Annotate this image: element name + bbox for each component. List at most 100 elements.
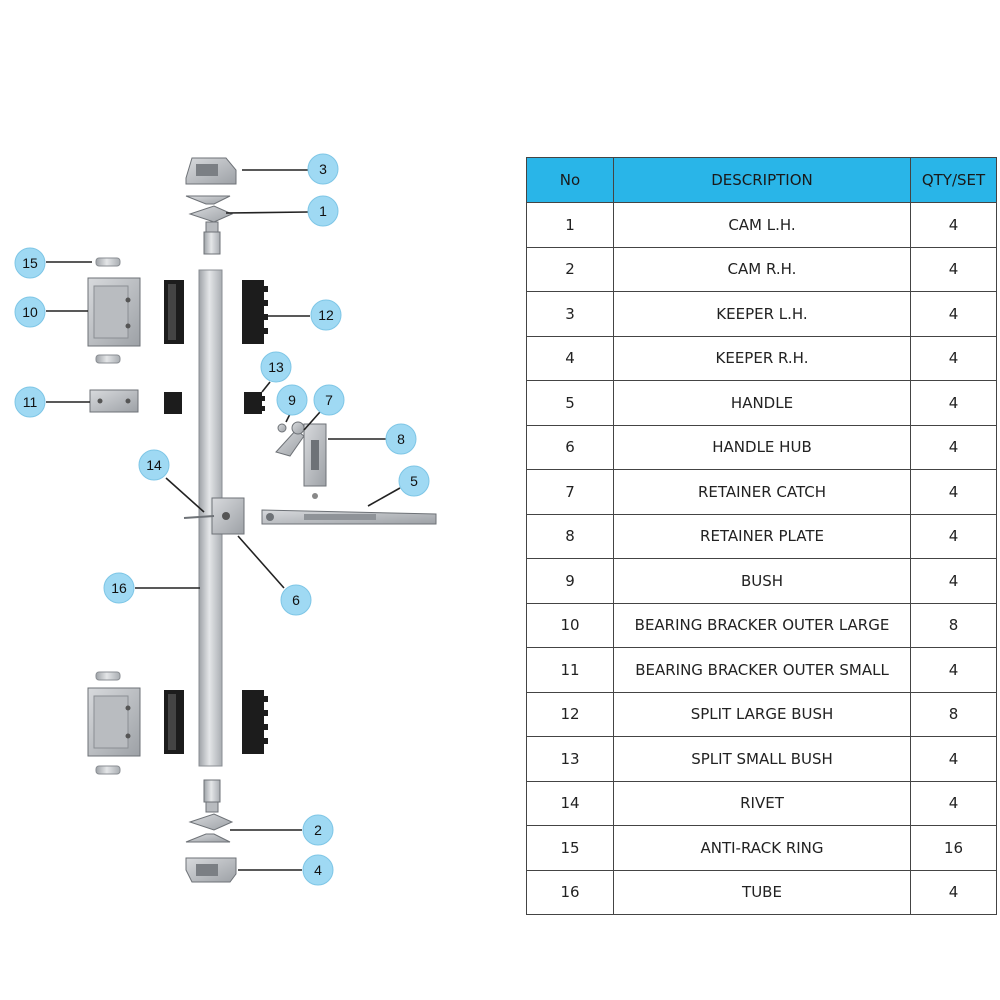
- callout-circle: [302, 814, 334, 846]
- cell-no: 15: [526, 825, 614, 871]
- callout-number: 10: [22, 304, 38, 320]
- split-small-bush-right-part: [244, 392, 265, 414]
- cell-qty: 4: [910, 647, 997, 693]
- callout-circle: [103, 572, 135, 604]
- callout-12: 12: [310, 299, 342, 331]
- anti-rack-ring-part: [95, 257, 121, 267]
- cell-description: SPLIT LARGE BUSH: [613, 691, 911, 737]
- callout-number: 6: [292, 592, 300, 608]
- callout-circle: [398, 465, 430, 497]
- callout-number: 14: [146, 457, 162, 473]
- anti-rack-ring-bottom-lower-part: [95, 765, 121, 775]
- callout-5: 5: [398, 465, 430, 497]
- cell-qty: 4: [910, 380, 997, 426]
- cell-qty: 4: [910, 869, 997, 915]
- callout-13: 13: [260, 351, 292, 383]
- leader-line-1: [225, 211, 309, 214]
- cam-lh-part: [185, 195, 234, 255]
- callout-2: 2: [302, 814, 334, 846]
- callout-4: 4: [302, 854, 334, 886]
- leader-line-9: [285, 413, 291, 423]
- split-large-bush-bottom-left-part: [164, 690, 184, 754]
- anti-rack-ring-lower-part: [95, 354, 121, 364]
- cell-no: 6: [526, 424, 614, 470]
- cell-no: 12: [526, 691, 614, 737]
- cell-description: KEEPER L.H.: [613, 291, 911, 337]
- callout-number: 13: [268, 359, 284, 375]
- keeper-rh-part: [185, 857, 237, 883]
- callout-7: 7: [313, 384, 345, 416]
- cell-description: TUBE: [613, 869, 911, 915]
- cell-description: BEARING BRACKER OUTER SMALL: [613, 647, 911, 693]
- cell-no: 9: [526, 558, 614, 604]
- cell-qty: 4: [910, 469, 997, 515]
- callout-circle: [14, 296, 46, 328]
- cell-qty: 4: [910, 424, 997, 470]
- header-description: DESCRIPTION: [613, 157, 911, 203]
- callout-number: 7: [325, 392, 333, 408]
- callout-circle: [14, 247, 46, 279]
- callout-number: 4: [314, 862, 322, 878]
- callout-circle: [307, 195, 339, 227]
- cell-description: CAM R.H.: [613, 246, 911, 292]
- cell-no: 7: [526, 469, 614, 515]
- callout-3: 3: [307, 153, 339, 185]
- bearing-bracket-small-part: [89, 389, 139, 413]
- callout-circle: [313, 384, 345, 416]
- split-large-bush-right-part: [242, 280, 268, 344]
- cell-no: 5: [526, 380, 614, 426]
- cell-qty: 4: [910, 335, 997, 381]
- cell-no: 4: [526, 335, 614, 381]
- cell-no: 2: [526, 246, 614, 292]
- callout-circle: [260, 351, 292, 383]
- callout-circle: [307, 153, 339, 185]
- cell-qty: 4: [910, 202, 997, 248]
- callout-9: 9: [276, 384, 308, 416]
- table-header-row: No DESCRIPTION QTY/SET: [526, 157, 997, 203]
- callout-circle: [14, 386, 46, 418]
- callout-circle: [276, 384, 308, 416]
- leader-line-13: [261, 381, 271, 393]
- cell-description: KEEPER R.H.: [613, 335, 911, 381]
- callout-number: 3: [319, 161, 327, 177]
- callout-number: 15: [22, 255, 38, 271]
- cell-qty: 16: [910, 825, 997, 871]
- cell-no: 10: [526, 602, 614, 648]
- cell-no: 13: [526, 736, 614, 782]
- cell-no: 11: [526, 647, 614, 693]
- leader-line-6: [237, 535, 285, 589]
- split-large-bush-left-part: [164, 280, 184, 344]
- cell-description: BUSH: [613, 558, 911, 604]
- split-small-bush-left-part: [164, 392, 182, 414]
- leader-line-5: [367, 487, 401, 507]
- callout-6: 6: [280, 584, 312, 616]
- bush-part: [277, 423, 287, 433]
- cell-no: 8: [526, 513, 614, 559]
- cell-qty: 4: [910, 780, 997, 826]
- callout-number: 2: [314, 822, 322, 838]
- callout-number: 9: [288, 392, 296, 408]
- cell-description: ANTI-RACK RING: [613, 825, 911, 871]
- callout-10: 10: [14, 296, 46, 328]
- cell-qty: 4: [910, 291, 997, 337]
- leader-line-7: [303, 411, 321, 431]
- bearing-bracket-large-part: [87, 277, 141, 347]
- anti-rack-ring-bottom-upper-part: [95, 671, 121, 681]
- callout-circle: [385, 423, 417, 455]
- callout-circle: [302, 854, 334, 886]
- cell-no: 14: [526, 780, 614, 826]
- callout-11: 11: [14, 386, 46, 418]
- cell-description: HANDLE: [613, 380, 911, 426]
- cell-no: 3: [526, 291, 614, 337]
